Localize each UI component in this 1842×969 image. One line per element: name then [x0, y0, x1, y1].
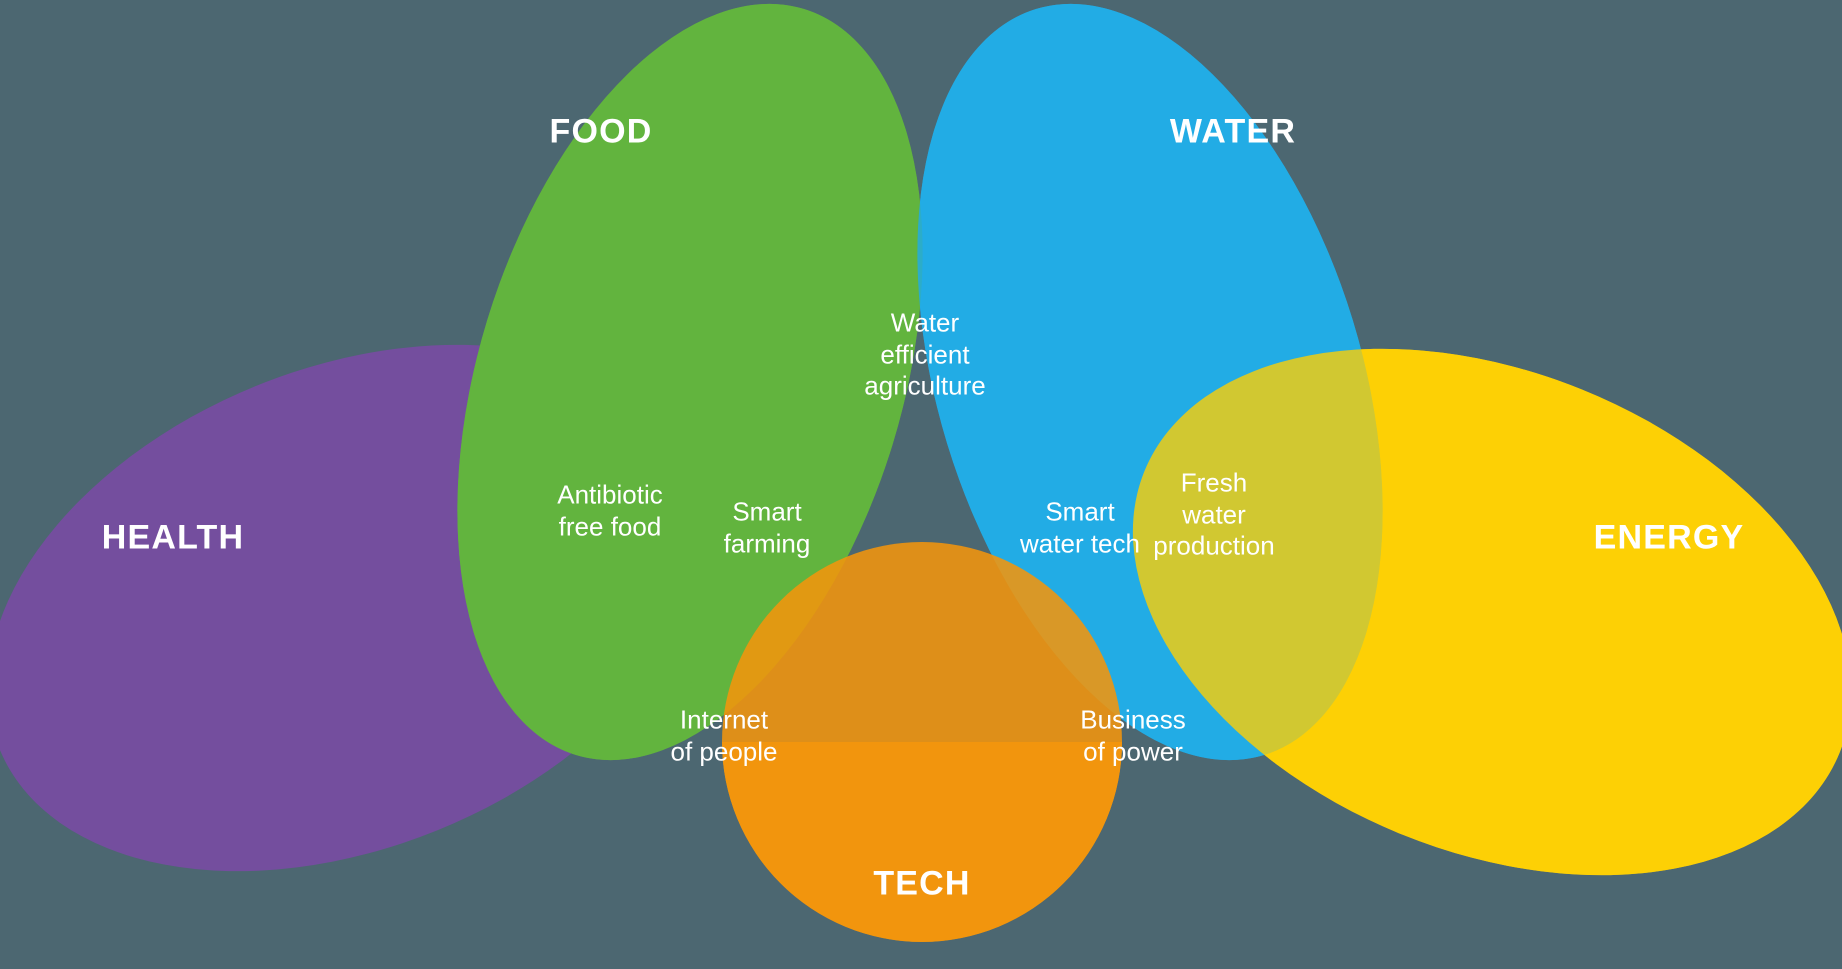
- set-label-food: FOOD: [549, 112, 653, 151]
- set-label-energy: ENERGY: [1593, 518, 1745, 557]
- intersection-label-internet-of-people: Internet of people: [670, 704, 778, 766]
- set-label-water: WATER: [1169, 112, 1297, 151]
- intersection-label-fresh-water-production: Fresh water production: [1153, 467, 1275, 561]
- set-label-health: HEALTH: [101, 518, 245, 557]
- intersection-label-smart-water-tech: Smart water tech: [1020, 496, 1140, 558]
- set-label-tech: TECH: [873, 864, 971, 903]
- intersection-label-smart-farming: Smart farming: [723, 496, 811, 558]
- intersection-label-antibiotic-free-food: Antibiotic free food: [557, 479, 663, 541]
- overlay-tech-core: [722, 742, 1122, 942]
- intersection-label-water-efficient-agriculture: Water efficient agriculture: [864, 307, 986, 401]
- intersection-label-business-of-power: Business of power: [1080, 704, 1186, 766]
- overlay-food: [457, 3, 923, 761]
- overlay-energy: [1132, 348, 1842, 876]
